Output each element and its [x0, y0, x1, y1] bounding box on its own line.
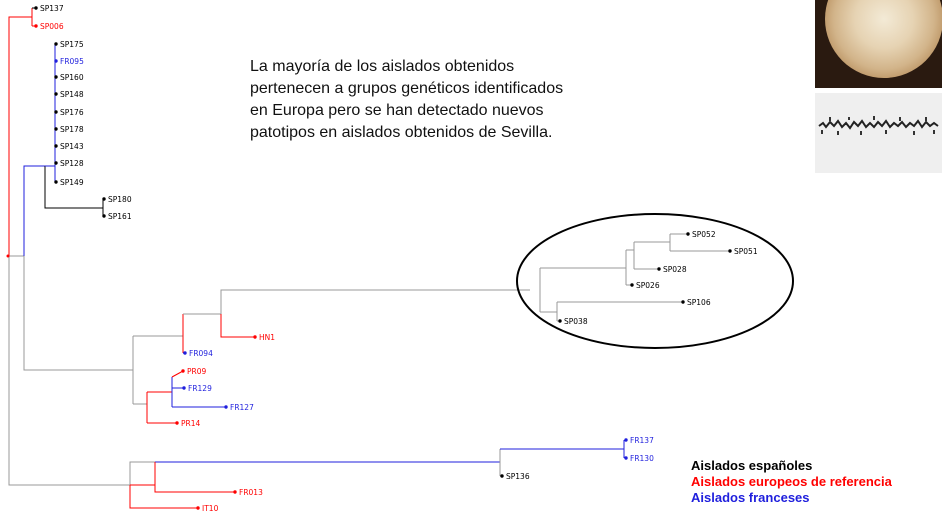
- leaf-node: [686, 232, 690, 236]
- leaf-label: SP149: [60, 178, 84, 187]
- legend-item-spanish: Aislados españoles: [691, 458, 813, 473]
- leaf-node: [182, 386, 186, 390]
- leaf-label: SP176: [60, 108, 84, 117]
- leaf-node: [54, 180, 58, 184]
- leaf-label: SP161: [108, 212, 132, 221]
- leaf-label: HN1: [259, 333, 275, 342]
- leaf-label: FR129: [188, 384, 212, 393]
- leaf-node: [728, 249, 732, 253]
- leaf-label: SP160: [60, 73, 84, 82]
- legend: Aislados españoles Aislados europeos de …: [691, 458, 892, 506]
- leaf-label: SP006: [40, 22, 64, 31]
- leaf-node: [657, 267, 661, 271]
- leaf-node: [630, 283, 634, 287]
- leaf-node: [196, 506, 200, 510]
- tree-branch: [183, 289, 530, 315]
- leaf-label: SP128: [60, 159, 84, 168]
- leaf-label: IT10: [202, 504, 219, 513]
- leaf-node: [102, 197, 106, 201]
- highlight-ellipse: [516, 213, 794, 349]
- tree-branch: [171, 370, 184, 378]
- leaf-label: SP137: [40, 4, 64, 13]
- leaf-label: SP051: [734, 247, 758, 256]
- leaf-label: SP106: [687, 298, 711, 307]
- leaf-label: SP026: [636, 281, 660, 290]
- leaf-label: SP178: [60, 125, 84, 134]
- leaf-node: [34, 6, 38, 10]
- leaf-label: SP143: [60, 142, 84, 151]
- leaf-label: SP028: [663, 265, 687, 274]
- leaf-node: [224, 405, 228, 409]
- leaf-label: SP136: [506, 472, 530, 481]
- electrophoresis-gel-photo: [815, 93, 942, 173]
- annotation-line: pertenecen a grupos genéticos identifica…: [250, 80, 564, 97]
- leaf-label: SP038: [564, 317, 588, 326]
- leaf-label: PR09: [187, 367, 207, 376]
- annotation-line: La mayoría de los aislados obtenidos: [250, 58, 515, 75]
- tree-branch: [8, 16, 32, 256]
- leaf-label: PR14: [181, 419, 201, 428]
- tree-branch: [154, 462, 235, 493]
- leaf-label: FR094: [189, 349, 213, 358]
- leaf-node: [54, 144, 58, 148]
- culture-plate-photo: [815, 0, 942, 88]
- tree-branch: [44, 166, 103, 209]
- leaf-label: SP175: [60, 40, 84, 49]
- leaf-node: [624, 456, 628, 460]
- leaf-node: [54, 110, 58, 114]
- leaf-label: SP052: [692, 230, 716, 239]
- leaf-node: [624, 438, 628, 442]
- internal-node: [6, 254, 10, 258]
- leaf-label: FR137: [630, 436, 654, 445]
- tree-branch: [129, 461, 155, 485]
- leaf-node: [558, 319, 562, 323]
- leaf-label: SP180: [108, 195, 132, 204]
- legend-item-european: Aislados europeos de referencia: [691, 474, 892, 489]
- leaf-node: [175, 421, 179, 425]
- leaf-node: [54, 92, 58, 96]
- tree-branch: [23, 256, 133, 371]
- tree-branch: [23, 165, 45, 256]
- tree-branch: [220, 314, 254, 338]
- leaf-node: [233, 490, 237, 494]
- leaf-node: [54, 59, 58, 63]
- leaf-label: SP148: [60, 90, 84, 99]
- tree-branch: [8, 256, 130, 486]
- leaf-node: [54, 75, 58, 79]
- annotation-line: en Europa pero se han detectado nuevos: [250, 102, 544, 119]
- leaf-node: [183, 351, 187, 355]
- leaf-node: [54, 42, 58, 46]
- leaf-label: FR127: [230, 403, 254, 412]
- annotation-text: La mayoría de los aislados obtenidos per…: [250, 56, 670, 144]
- leaf-node: [102, 214, 106, 218]
- annotation-line: patotipos en aislados obtenidos de Sevil…: [250, 124, 553, 141]
- legend-item-french: Aislados franceses: [691, 490, 810, 505]
- leaf-label: FR013: [239, 488, 263, 497]
- leaf-node: [54, 127, 58, 131]
- leaf-node: [681, 300, 685, 304]
- leaf-node: [253, 335, 257, 339]
- leaf-node: [500, 474, 504, 478]
- leaf-label: FR095: [60, 57, 84, 66]
- leaf-node: [34, 24, 38, 28]
- tree-branch: [129, 485, 198, 509]
- leaf-label: FR130: [630, 454, 654, 463]
- leaf-node: [54, 161, 58, 165]
- leaf-node: [181, 369, 185, 373]
